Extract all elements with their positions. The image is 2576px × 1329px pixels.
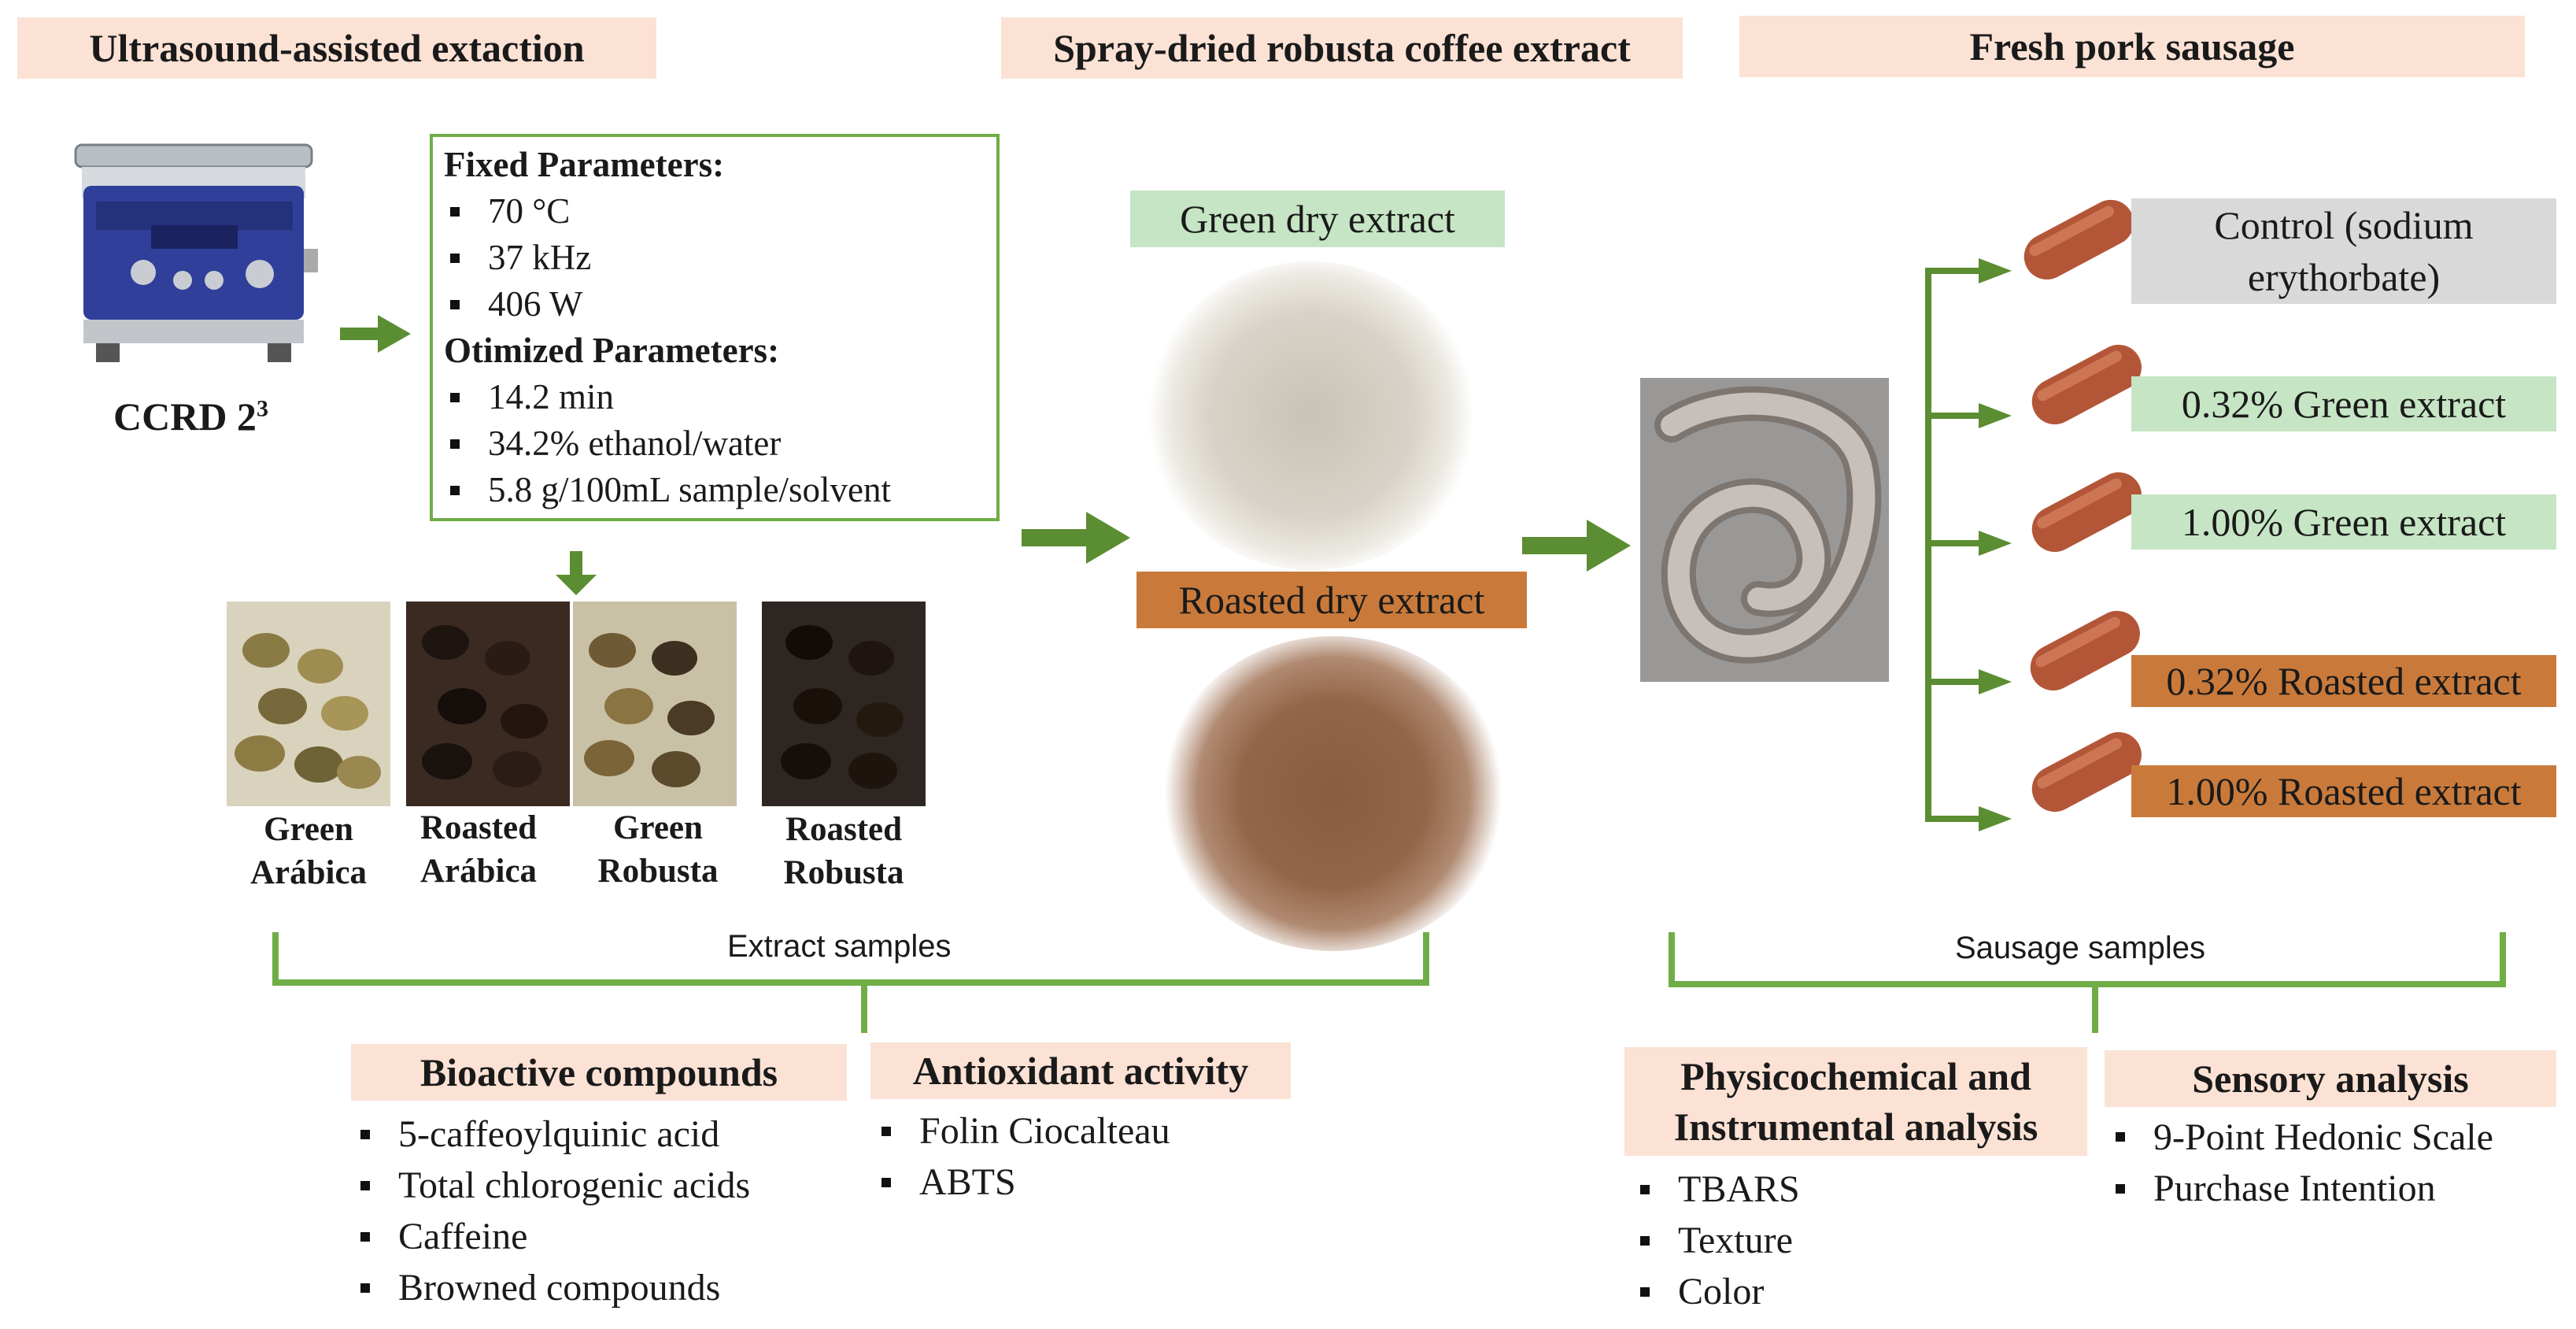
bracket-sausage-samples xyxy=(1669,932,2506,987)
ccrd-label: CCRD 23 xyxy=(113,394,268,439)
treatment-roasted-100: 1.00% Roasted extract xyxy=(2131,765,2556,817)
green-robusta-beans-image xyxy=(573,602,737,806)
list-item: 5-caffeoylquinic acid xyxy=(354,1109,750,1160)
list-item: Texture xyxy=(1634,1215,1800,1266)
sausage-coil-image xyxy=(1640,378,1889,682)
sensory-analysis-list: 9-Point Hedonic Scale Purchase Intention xyxy=(2109,1112,2550,1214)
param-item: 5.8 g/100mL sample/solvent xyxy=(488,470,892,509)
list-item: ABTS xyxy=(875,1157,1170,1208)
list-item: Caffeine xyxy=(354,1211,750,1262)
treatment-control: Control (sodium erythorbate) xyxy=(2131,198,2556,304)
list-item: Browned compounds xyxy=(354,1262,750,1313)
list-item: 9-Point Hedonic Scale xyxy=(2109,1112,2550,1163)
roasted-arabica-beans-image xyxy=(406,602,570,806)
bioactive-compounds-header: Bioactive compounds xyxy=(351,1044,847,1101)
list-item: Color xyxy=(1634,1266,1800,1317)
param-item: 406 W xyxy=(488,284,583,324)
arrow-down-to-beans xyxy=(556,551,597,595)
sausage-icon xyxy=(2031,344,2142,425)
optimized-parameters-title: Otimized Parameters: xyxy=(444,331,780,370)
list-item: Total chlorogenic acids xyxy=(354,1160,750,1211)
physicochemical-list: TBARS Texture Color xyxy=(1634,1164,1800,1317)
param-item: 70 °C xyxy=(488,191,571,231)
treatment-green-032: 0.32% Green extract xyxy=(2131,376,2556,431)
arrow-to-extracts xyxy=(1022,512,1130,564)
param-item: 37 kHz xyxy=(488,238,592,277)
sausage-icon xyxy=(2023,199,2134,280)
fixed-parameters-title: Fixed Parameters: xyxy=(444,145,725,184)
list-item: Purchase Intention xyxy=(2109,1163,2550,1214)
header-ultrasound-extraction: Ultrasound-assisted extaction xyxy=(17,17,656,79)
arrow-to-params xyxy=(340,315,411,353)
ultrasonic-bath-image xyxy=(74,143,318,362)
list-item: TBARS xyxy=(1634,1164,1800,1215)
green-dry-extract-label: Green dry extract xyxy=(1130,191,1505,247)
sausage-icon xyxy=(2031,472,2142,553)
roasted-robusta-beans-image xyxy=(762,602,926,806)
header-fresh-pork-sausage: Fresh pork sausage xyxy=(1739,16,2525,77)
extract-samples-caption: Extract samples xyxy=(727,929,952,964)
bioactive-compounds-list: 5-caffeoylquinic acid Total chlorogenic … xyxy=(354,1109,750,1313)
sensory-analysis-header: Sensory analysis xyxy=(2105,1050,2556,1107)
sausage-icon xyxy=(2030,610,2140,691)
sausage-samples-caption: Sausage samples xyxy=(1955,931,2205,965)
roasted-dry-extract-image xyxy=(1160,636,1506,951)
param-item: 34.2% ethanol/water xyxy=(488,424,782,463)
antioxidant-activity-header: Antioxidant activity xyxy=(870,1042,1291,1099)
sausage-icon xyxy=(2031,731,2142,813)
green-arabica-beans-image xyxy=(227,602,390,806)
list-item: Folin Ciocalteau xyxy=(875,1105,1170,1157)
antioxidant-activity-list: Folin Ciocalteau ABTS xyxy=(875,1105,1170,1208)
treatment-roasted-032: 0.32% Roasted extract xyxy=(2131,655,2556,707)
header-spray-dried-extract: Spray-dried robusta coffee extract xyxy=(1001,17,1683,79)
roasted-dry-extract-label: Roasted dry extract xyxy=(1136,572,1527,628)
green-dry-extract-image xyxy=(1146,261,1476,570)
arrow-to-sausage xyxy=(1522,520,1631,572)
param-item: 14.2 min xyxy=(488,377,615,416)
bracket-extract-samples xyxy=(272,932,1429,986)
parameters-box: Fixed Parameters: 70 °C 37 kHz 406 W Oti… xyxy=(430,134,1000,521)
treatment-green-100: 1.00% Green extract xyxy=(2131,494,2556,550)
